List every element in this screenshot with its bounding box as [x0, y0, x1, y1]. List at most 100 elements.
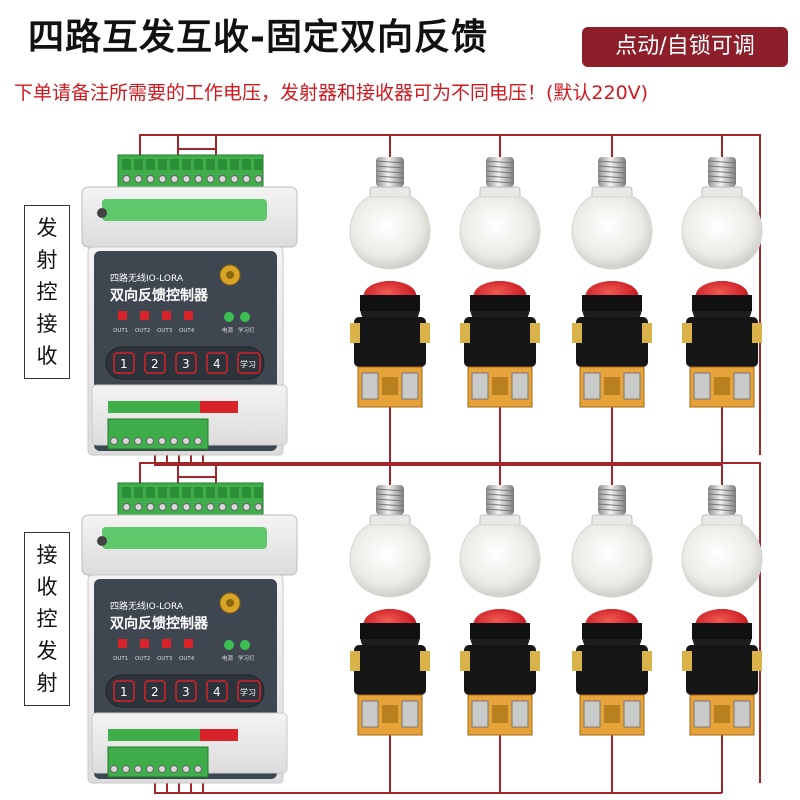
contact-screw [361, 700, 379, 728]
bulb-thread [597, 170, 627, 174]
terminal-screw [110, 765, 118, 773]
bulb-thread [707, 180, 737, 184]
terminal-slot [218, 487, 227, 498]
button-body [354, 317, 426, 367]
keypad-key [113, 352, 135, 374]
contact-screw [583, 372, 601, 400]
terminal-screw [194, 437, 202, 445]
side-label-text: 发射控接收 [36, 216, 58, 368]
contact-screw [511, 372, 529, 400]
button-collar [470, 623, 530, 639]
mode-badge: 点动/自锁可调 [582, 27, 788, 67]
dip-switch [200, 729, 238, 741]
keypad-key [175, 680, 197, 702]
terminal-screw [122, 765, 130, 773]
bulb-thread [707, 165, 737, 169]
indicator-led [240, 640, 250, 650]
bulb-globe [571, 196, 653, 270]
terminal-screw [230, 175, 239, 183]
indicator-led [224, 640, 234, 650]
bulb-thread [707, 488, 737, 492]
button-tab [572, 651, 582, 671]
terminal-screw [182, 175, 191, 183]
output-label: OUT4 [179, 656, 195, 662]
terminal-block-bottom [107, 746, 209, 778]
bulb-thread [485, 488, 515, 492]
bulb-thread [707, 493, 737, 497]
terminal-slot [122, 487, 131, 498]
keypad-key-label: 1 [120, 357, 128, 371]
indicator-led [240, 312, 250, 322]
bulb-thread [597, 508, 627, 512]
keypad-key [144, 352, 166, 374]
output-led [184, 639, 193, 648]
terminal-screw [170, 765, 178, 773]
push-button [572, 609, 652, 736]
contact-bridge [492, 705, 508, 723]
bulb-thread [707, 175, 737, 179]
terminal-cover [102, 527, 267, 549]
bulb-thread [597, 488, 627, 492]
bulb-thread [375, 170, 405, 174]
learn-key [237, 352, 261, 374]
keypad-key-label: 1 [120, 685, 128, 699]
terminal-screw [194, 175, 203, 183]
terminal-screw [254, 503, 263, 511]
keypad-key-label: 3 [182, 685, 190, 699]
bulb-thread [485, 175, 515, 179]
terminal-screw [170, 175, 179, 183]
button-tab [350, 323, 360, 343]
bulb-thread [375, 508, 405, 512]
terminal-slot [170, 159, 179, 170]
terminal-slot [242, 159, 251, 170]
bulb-thread [597, 160, 627, 164]
button-body [686, 317, 758, 367]
button-tab [530, 323, 540, 343]
terminal-screw [242, 175, 251, 183]
indicator-led [224, 312, 234, 322]
terminal-slot [206, 159, 215, 170]
terminal-slot [194, 487, 203, 498]
contact-bridge [604, 705, 620, 723]
terminal-screw [194, 503, 203, 511]
bulb-thread [707, 498, 737, 502]
bulb-globe [349, 196, 431, 270]
output-led [184, 311, 193, 320]
contact-screw [401, 372, 419, 400]
button-tab [642, 323, 652, 343]
button-tab [572, 323, 582, 343]
output-label: OUT3 [157, 328, 173, 334]
terminal-screw [146, 175, 155, 183]
light-bulb [571, 485, 653, 598]
contact-screw [471, 700, 489, 728]
terminal-screw [146, 437, 154, 445]
output-led [118, 311, 127, 320]
button-tab [752, 323, 762, 343]
indicator-label: 学习灯 [238, 654, 255, 662]
bulb-thread [707, 503, 737, 507]
bulb-thread [375, 503, 405, 507]
bulb-thread [597, 175, 627, 179]
bulb-thread [375, 175, 405, 179]
terminal-screw [158, 765, 166, 773]
button-tab [642, 651, 652, 671]
terminal-screw [158, 503, 167, 511]
keypad-key [144, 680, 166, 702]
terminal-slot [134, 159, 143, 170]
antenna-core [226, 599, 234, 607]
terminal-slot [182, 487, 191, 498]
bulb-globe [349, 524, 431, 598]
button-collar [582, 295, 642, 311]
controller-name-text: 双向反馈控制器 [110, 287, 209, 304]
terminal-screw [230, 503, 239, 511]
output-led [118, 639, 127, 648]
keypad-key-label: 2 [151, 357, 159, 371]
side-label-transmit: 发射控接收 [24, 205, 70, 379]
terminal-screw [110, 437, 118, 445]
learn-key [237, 680, 261, 702]
button-collar [470, 295, 530, 311]
button-tab [752, 651, 762, 671]
terminal-slot [158, 487, 167, 498]
